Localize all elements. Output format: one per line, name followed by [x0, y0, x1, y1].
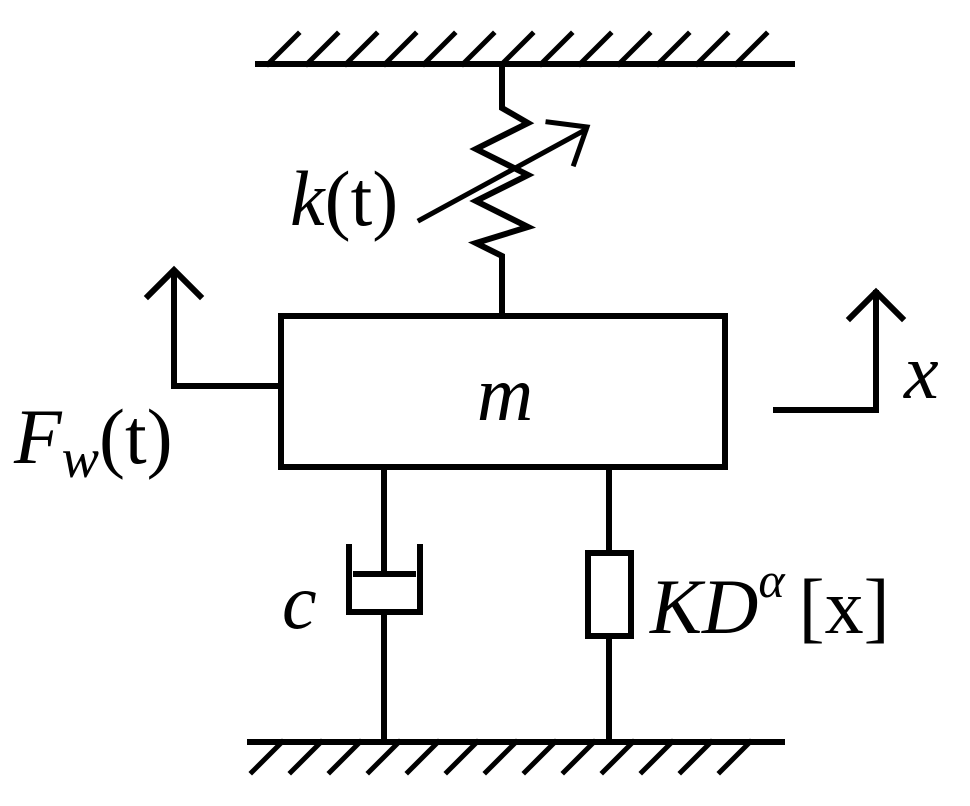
mass-label: m [477, 350, 533, 437]
bottom-fixed-support [247, 738, 785, 776]
top-support-hatch-line [576, 30, 614, 68]
bottom-support-hatch-line [404, 738, 442, 776]
top-support-hatch-line [264, 30, 302, 68]
spring-argument: (t) [325, 155, 399, 242]
displacement-label: x [903, 328, 939, 415]
bottom-support-hatch-line [716, 738, 754, 776]
fractional-symbol: KD [649, 563, 758, 650]
force-arrow [143, 265, 284, 389]
top-support-hatch-line [342, 30, 380, 68]
fractional-element [585, 464, 634, 745]
force-subscript: w [62, 428, 99, 490]
bottom-support-hatch-line [443, 738, 481, 776]
top-fixed-support [255, 30, 795, 68]
bottom-support-hatch-line [248, 738, 286, 776]
force-label: Fw(t) [13, 393, 173, 490]
bottom-support-hatch-line [521, 738, 559, 776]
bottom-support-hatch-line [482, 738, 520, 776]
top-support-hatch-line [459, 30, 497, 68]
fractional-argument: [x] [799, 563, 890, 650]
bottom-support-hatch-line [599, 738, 637, 776]
damper [346, 464, 423, 745]
fractional-superscript: α [758, 552, 786, 608]
top-support-hatch-line [732, 30, 770, 68]
bottom-support-hatch-line [287, 738, 325, 776]
top-support-hatch-line [381, 30, 419, 68]
bottom-support-hatch-line [560, 738, 598, 776]
bottom-support-hatch-line [638, 738, 676, 776]
mass-block [278, 313, 728, 470]
top-support-hatch-line [303, 30, 341, 68]
top-support-hatch-line [537, 30, 575, 68]
bottom-support-hatch-line [326, 738, 364, 776]
top-support-hatch-line [615, 30, 653, 68]
spring-label: k(t) [290, 155, 398, 242]
displacement-arrow [773, 287, 907, 413]
top-support-hatch-line [654, 30, 692, 68]
force-argument: (t) [99, 393, 173, 480]
variable-spring [416, 63, 591, 319]
top-support-hatch-line [693, 30, 731, 68]
bottom-support-hatch-line [365, 738, 403, 776]
force-symbol: F [13, 393, 63, 480]
top-support-hatch-line [420, 30, 458, 68]
bottom-support-hatch-line [677, 738, 715, 776]
top-support-hatch-line [498, 30, 536, 68]
damper-label: c [282, 558, 317, 645]
top-support-hatching [264, 30, 770, 68]
spring-symbol: k [290, 155, 326, 242]
bottom-support-hatching [248, 738, 754, 776]
fractional-element-label: KDα[x] [649, 552, 890, 650]
